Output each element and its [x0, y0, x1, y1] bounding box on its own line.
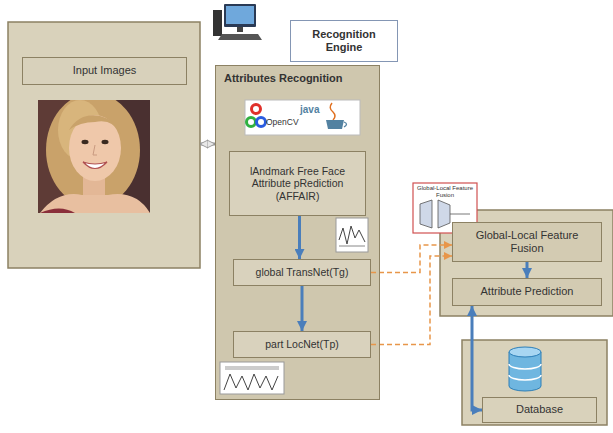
network-thumbnail	[336, 218, 368, 252]
connector-arrow	[200, 143, 215, 146]
connector-arrow	[301, 286, 304, 331]
connector-arrow	[298, 216, 301, 259]
panel-heading: Attributes Recognition	[224, 72, 371, 85]
process-box: Attribute Prediction	[452, 278, 602, 306]
process-box: Global-Local Feature Fusion	[452, 222, 602, 262]
box-label: global TransNet(Tg)	[256, 266, 349, 279]
database-panel	[462, 340, 607, 425]
box-label: Recognition Engine	[296, 28, 392, 54]
locnet-thumbnail	[220, 362, 284, 394]
opencv-java-logo	[245, 100, 360, 135]
input-panel	[8, 22, 200, 268]
process-box: global TransNet(Tg)	[233, 259, 371, 286]
input-box: Input Images	[22, 57, 187, 85]
box-label: lAndmark Free Face Attribute pRediction …	[235, 165, 360, 203]
box-label: Global-Local Feature Fusion	[458, 229, 596, 255]
box-label: Input Images	[73, 64, 137, 77]
logo-text: OpenCV	[266, 118, 299, 127]
connector-arrow	[371, 245, 452, 273]
engine-box: Recognition Engine	[290, 20, 398, 62]
process-box: lAndmark Free Face Attribute pRediction …	[229, 151, 366, 216]
panel-fill	[215, 65, 380, 400]
database-box: Database	[482, 397, 597, 423]
box-label: Attribute Prediction	[481, 285, 574, 298]
box-label: Database	[516, 403, 563, 416]
connector-arrow	[472, 306, 482, 410]
connector-arrow	[371, 256, 452, 345]
computer-icon	[213, 4, 262, 40]
database-icon	[509, 347, 541, 391]
thumbnail-caption: Global-Local Feature Fusion	[415, 185, 475, 198]
process-box: part LocNet(Tp)	[233, 331, 371, 358]
face-photo	[38, 100, 150, 213]
connector-arrow	[526, 262, 529, 278]
logo-text: java	[300, 104, 319, 115]
recognition-panel: Attributes Recognition lAndmark Free Face…	[215, 65, 380, 400]
fusion-panel	[440, 210, 613, 316]
box-label: part LocNet(Tp)	[265, 338, 339, 351]
